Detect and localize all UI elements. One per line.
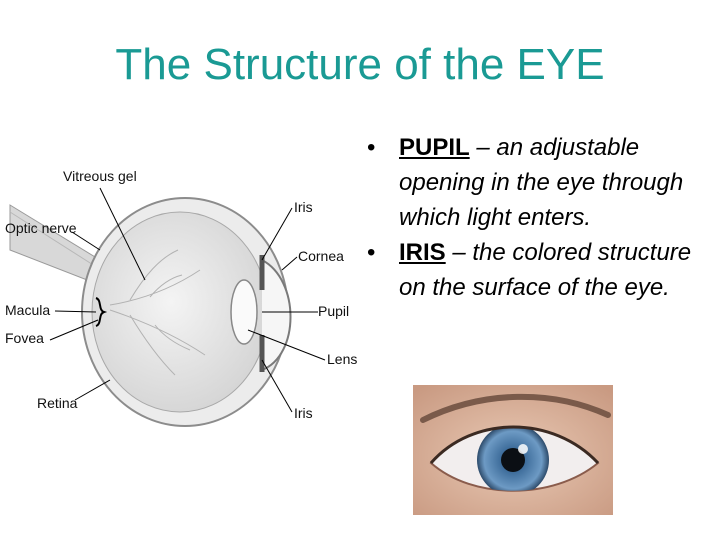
cornea-shape [261, 259, 292, 371]
label-iris-bottom: Iris [294, 405, 313, 421]
label-retina: Retina [37, 395, 78, 411]
eye-photo [413, 385, 613, 515]
retinal-vessels [109, 249, 206, 376]
bullet-term: IRIS [399, 239, 446, 266]
leader-lines [49, 187, 326, 413]
label-pupil: Pupil [318, 303, 349, 319]
label-macula: Macula [5, 302, 50, 318]
slide-title: The Structure of the EYE [115, 40, 605, 89]
label-vitreous-gel: Vitreous gel [63, 168, 137, 184]
bullet-term: PUPIL [399, 134, 470, 161]
label-fovea: Fovea [5, 330, 44, 346]
optic-nerve-shape [9, 204, 101, 286]
bullet-item-pupil: • PUPIL – an adjustable opening in the ey… [362, 130, 712, 235]
bullet-description: – an adjustable opening in the eye throu… [399, 134, 684, 231]
bullet-item-iris: • IRIS – the colored structure on the sur… [362, 235, 712, 305]
label-iris-top: Iris [294, 199, 313, 215]
lens-shape [230, 279, 258, 345]
label-cornea: Cornea [298, 248, 344, 264]
bullet-glyph: • [367, 239, 376, 266]
bullet-glyph: • [367, 134, 376, 161]
eye-anatomy-diagram: Vitreous gel Optic nerve Macula Fovea Re… [5, 168, 357, 427]
label-lens: Lens [327, 351, 357, 367]
label-optic-nerve: Optic nerve [5, 220, 77, 236]
bullet-list: • PUPIL – an adjustable opening in the ey… [362, 130, 712, 305]
macula-bracket [95, 297, 108, 327]
bullet-description: – the colored structure on the surface o… [399, 239, 692, 301]
